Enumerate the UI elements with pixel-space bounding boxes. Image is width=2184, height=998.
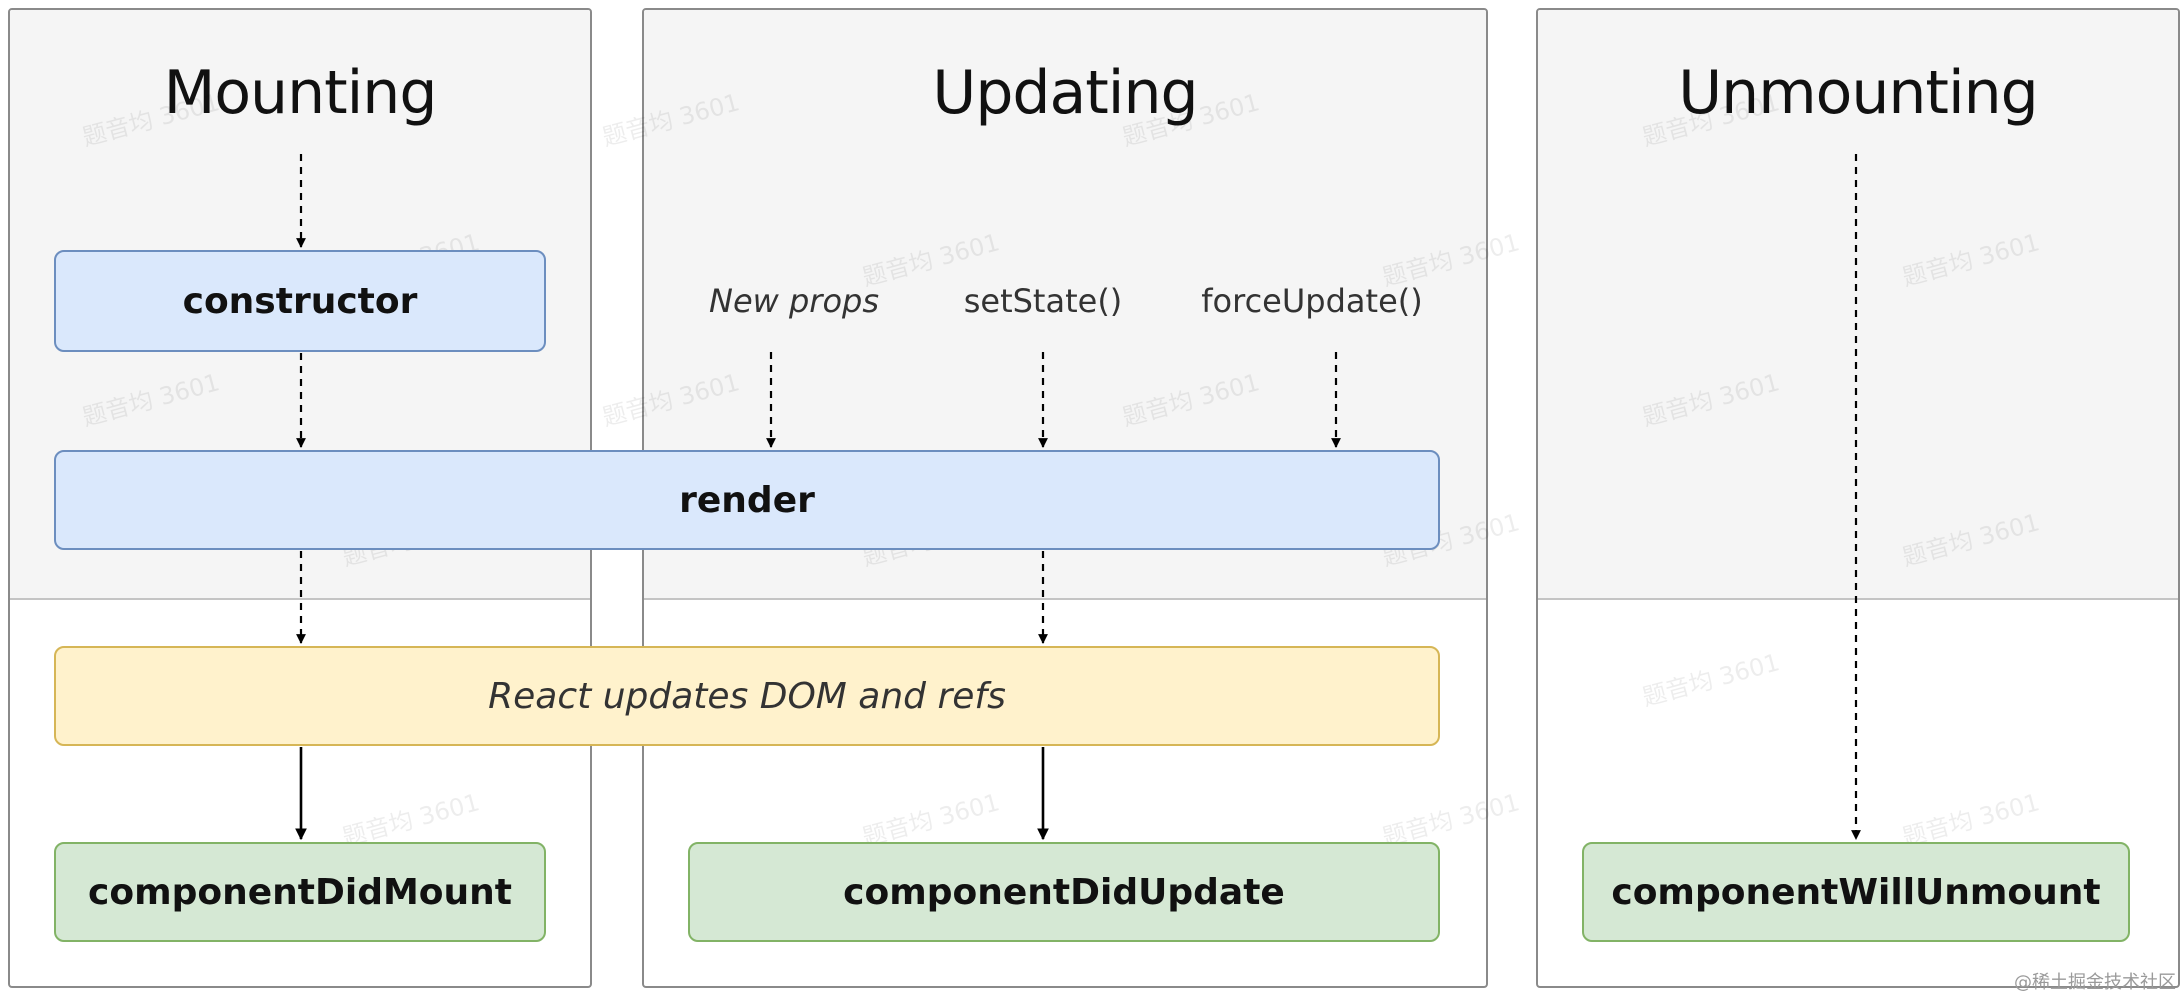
component-did-mount-box: componentDidMount	[54, 842, 546, 942]
dom-update-box: React updates DOM and refs	[54, 646, 1440, 746]
mounting-title: Mounting	[163, 58, 438, 128]
constructor-box: constructor	[54, 250, 546, 352]
render-box: render	[54, 450, 1440, 550]
unmounting-column: Unmounting	[1536, 8, 2180, 988]
trigger-set-state: setState()	[963, 282, 1123, 320]
unmounting-render-phase	[1538, 10, 2178, 600]
component-did-update-box: componentDidUpdate	[688, 842, 1440, 942]
updating-title: Updating	[932, 58, 1198, 128]
credit-label: @稀土掘金技术社区	[2014, 972, 2176, 993]
trigger-force-update: forceUpdate()	[1201, 282, 1423, 320]
trigger-new-props: New props	[709, 282, 879, 320]
component-will-unmount-box: componentWillUnmount	[1582, 842, 2130, 942]
unmounting-title: Unmounting	[1678, 58, 2038, 128]
